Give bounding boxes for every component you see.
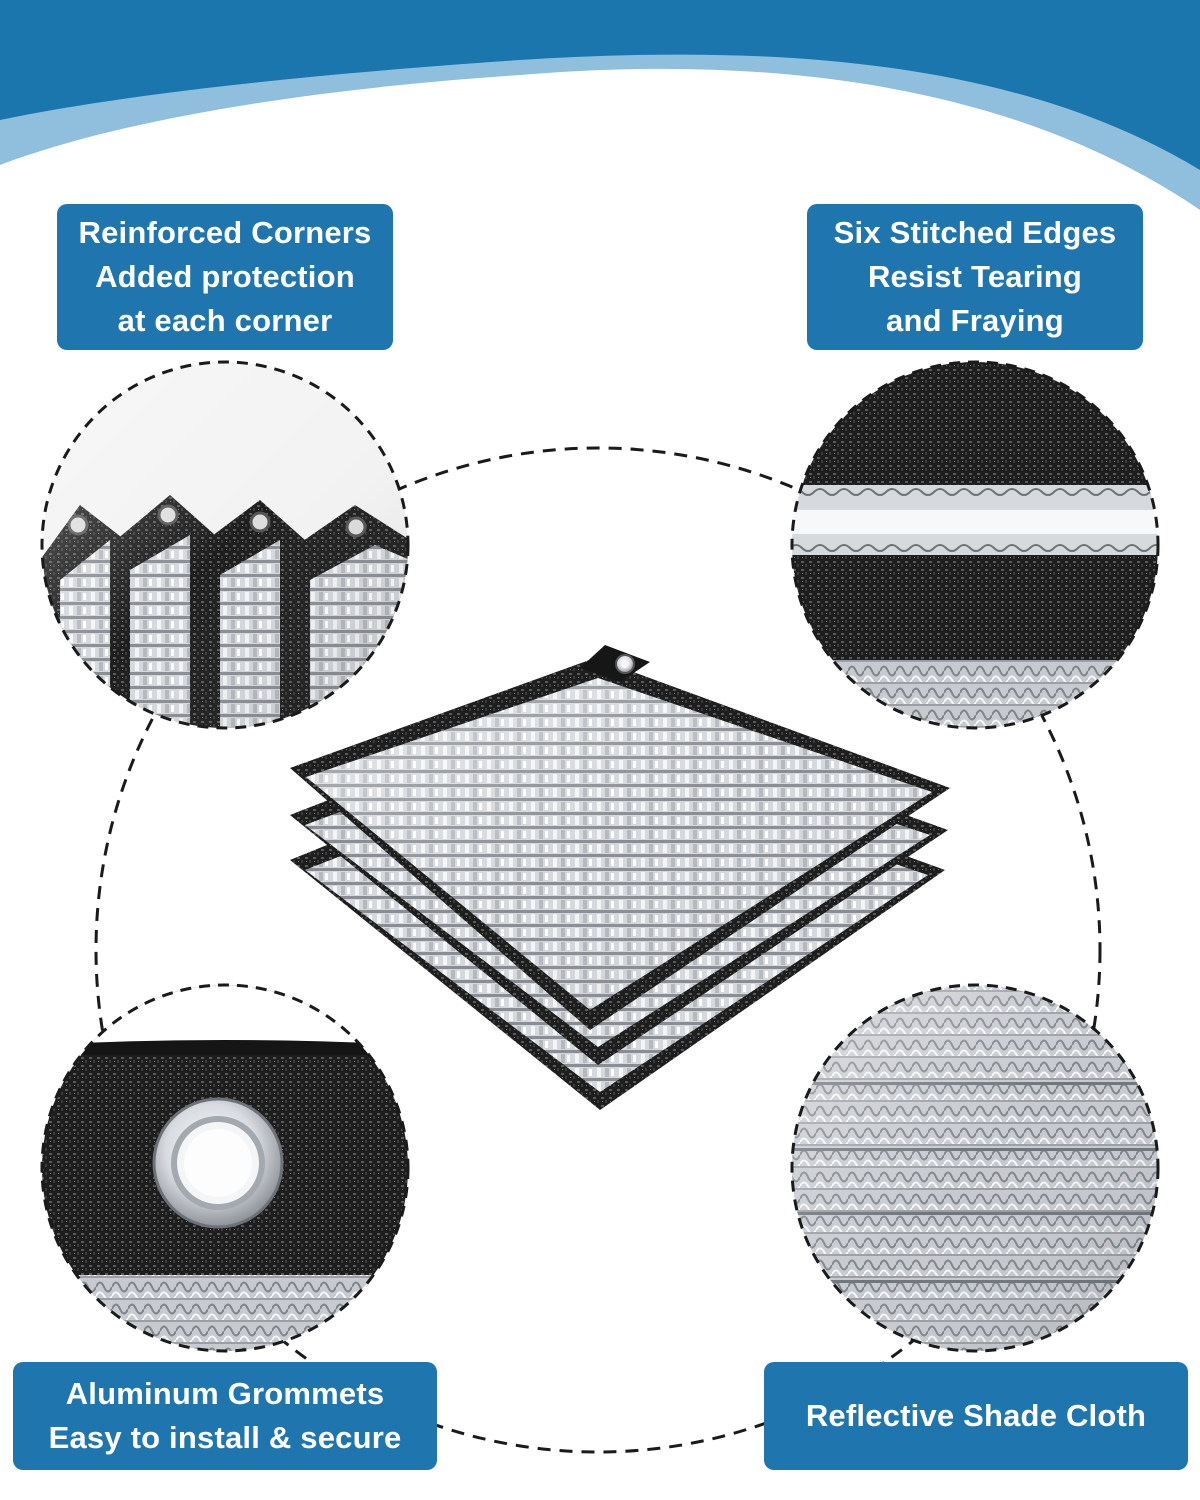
edges-line-3: and Fraying <box>886 303 1064 338</box>
aluminum-grommets-label: Aluminum Grommets Easy to install & secu… <box>13 1362 437 1470</box>
corners-line-3: at each corner <box>117 303 333 338</box>
stitched-edges-label: Six Stitched Edges Resist Tearing and Fr… <box>807 204 1143 350</box>
reinforced-corners-label: Reinforced Corners Added protection at e… <box>57 204 393 350</box>
corners-line-2: Added protection <box>95 259 355 294</box>
cloth-line-1: Reflective Shade Cloth <box>805 1398 1147 1433</box>
edges-detail-image <box>790 360 1160 730</box>
folded-shade-cloth-image <box>290 645 950 1110</box>
reflective-shade-cloth-label: Reflective Shade Cloth <box>764 1362 1188 1470</box>
header-banner <box>0 0 1200 210</box>
edges-line-2: Resist Tearing <box>867 259 1083 294</box>
dashed-guide-circle <box>94 446 1102 1454</box>
corners-line-1: Reinforced Corners <box>78 215 372 250</box>
grommets-line-1: Aluminum Grommets <box>65 1376 385 1411</box>
grommets-line-2: Easy to install & secure <box>48 1420 402 1455</box>
corners-detail-image <box>40 360 410 730</box>
grommet-detail-image <box>40 983 410 1353</box>
cloth-detail-image <box>790 983 1160 1353</box>
edges-line-1: Six Stitched Edges <box>833 215 1117 250</box>
